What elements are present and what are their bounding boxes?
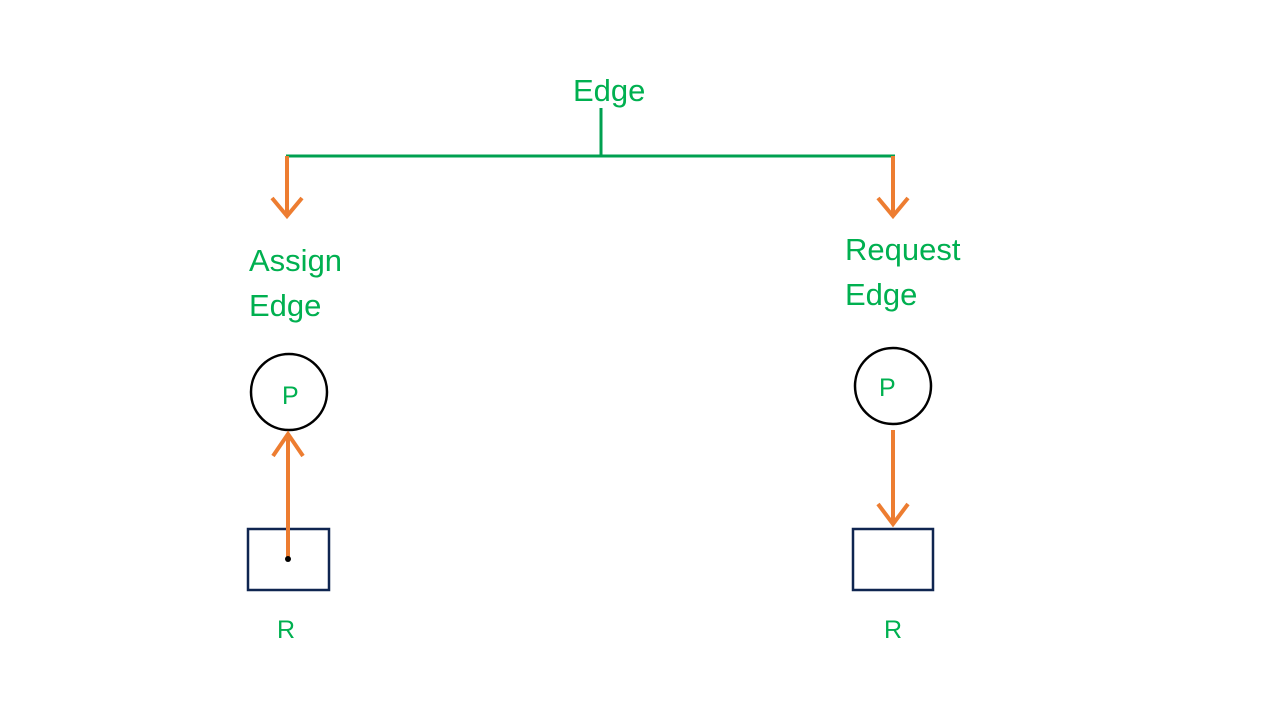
assign-process-node — [249, 352, 329, 432]
assign-process-label: P — [282, 382, 299, 410]
assign-title-line2: Edge — [249, 288, 322, 323]
assign-branch-arrow — [270, 156, 304, 220]
assign-edge-origin-dot — [285, 556, 291, 562]
request-resource-node — [851, 527, 935, 592]
assign-resource-label: R — [277, 616, 296, 644]
request-title-line1: Request — [845, 232, 961, 267]
assign-edge-arrow — [271, 430, 305, 562]
request-process-node — [853, 346, 933, 426]
request-edge-arrow — [876, 430, 910, 528]
request-process-label: P — [879, 374, 896, 402]
assign-title-line1: Assign — [249, 243, 343, 278]
request-branch-arrow — [876, 156, 910, 220]
request-resource-label: R — [884, 616, 903, 644]
request-title-line2: Edge — [845, 277, 918, 312]
root-label: Edge — [573, 73, 646, 108]
